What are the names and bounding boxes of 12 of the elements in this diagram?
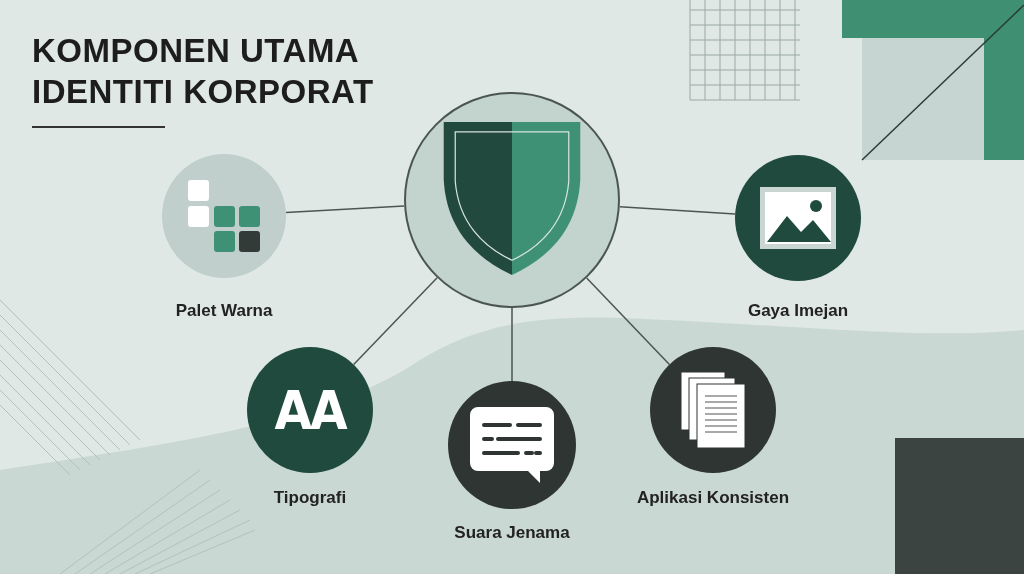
title: KOMPONEN UTAMA IDENTITI KORPORAT [32, 31, 375, 112]
connector-line [352, 277, 438, 366]
node-caption: Palet Warna [175, 301, 273, 321]
connector-line [511, 307, 513, 382]
connector-line [619, 206, 736, 215]
node-caption: Tipografi [273, 488, 347, 508]
connector-line [285, 205, 405, 214]
node-caption: Aplikasi Konsisten [636, 488, 790, 508]
connector-line [585, 277, 671, 366]
node-caption: Gaya Imejan [747, 301, 849, 321]
letter-glyph: AA [274, 378, 346, 442]
node-caption: Suara Jenama [454, 523, 570, 543]
